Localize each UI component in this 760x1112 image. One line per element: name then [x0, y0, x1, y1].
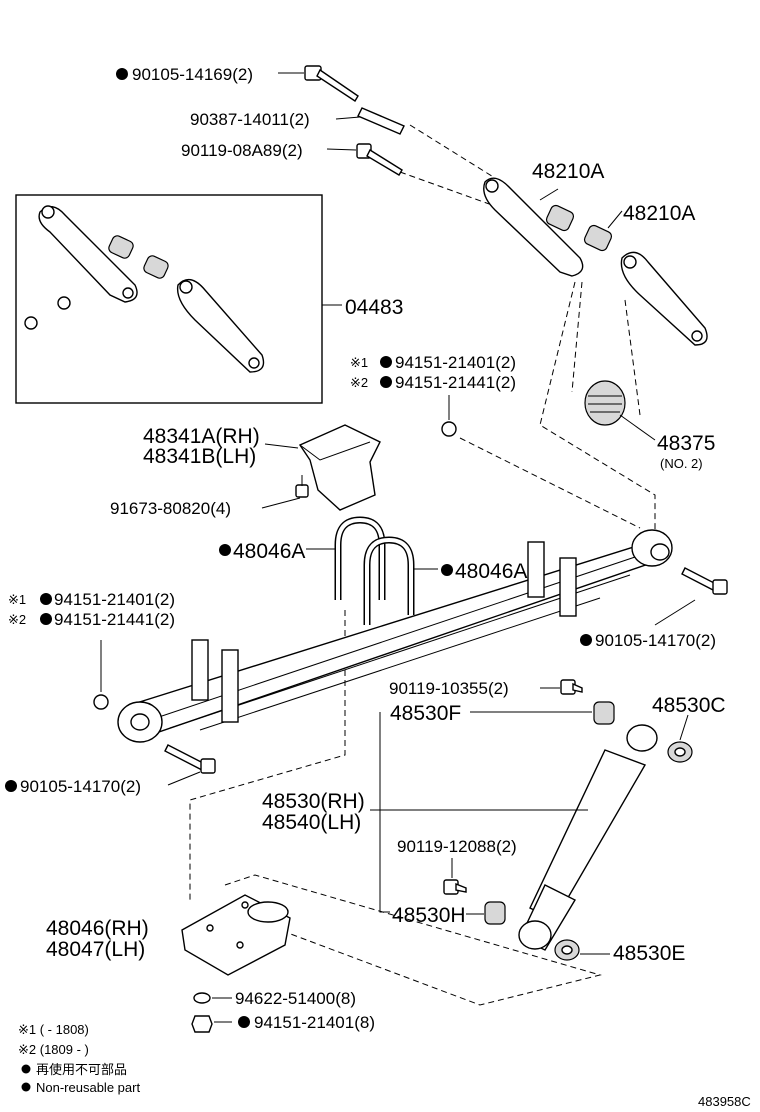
bolt-90105-14170-right	[654, 567, 728, 626]
washer-48530E	[554, 939, 610, 961]
label-48046A-right: 48046A	[455, 560, 527, 583]
label-94151-21401-bottom: 94151-21401(8)	[254, 1013, 375, 1032]
pin-90387-14011	[357, 107, 405, 135]
label-48530H: 48530H	[392, 904, 466, 927]
label-48375-no: (NO. 2)	[660, 456, 703, 471]
bolt-90105-14169	[304, 65, 359, 102]
figure-id: 483958C	[698, 1094, 751, 1109]
legend-non-reusable-jp: 再使用不可部品	[36, 1062, 127, 1077]
non-reusable-marks	[5, 68, 592, 1092]
label-48530E: 48530E	[613, 942, 685, 965]
bolt-91673-80820	[261, 475, 309, 509]
label-48341A: 48341A(RH)	[143, 425, 260, 448]
label-94622-51400: 94622-51400(8)	[235, 989, 356, 1008]
label-90119-10355: 90119-10355(2)	[389, 679, 509, 698]
label-90105-14170-left: 90105-14170(2)	[20, 777, 141, 796]
legend-note2: ※2 (1809 - )	[18, 1042, 89, 1057]
label-04483: 04483	[345, 296, 403, 319]
bolt-90119-08A89	[356, 143, 403, 176]
label-48047-lh: 48047(LH)	[46, 938, 145, 961]
label-90105-14170-right: 90105-14170(2)	[595, 631, 716, 650]
label-94151-21401-top: 94151-21401(2)	[395, 353, 516, 372]
washer-48530C	[667, 714, 693, 763]
washer-94622	[193, 992, 232, 1004]
nut-94151-bottom	[191, 1015, 232, 1033]
bolt-90119-12088	[443, 858, 467, 895]
label-48210A-lower: 48210A	[623, 202, 695, 225]
note1-mark-top: ※1	[350, 355, 368, 370]
label-91673-80820: 91673-80820(4)	[110, 499, 231, 518]
u-bolt-48046A-left	[306, 516, 386, 600]
label-94151-21441-mid: 94151-21441(2)	[54, 610, 175, 629]
spring-seat-48046	[181, 894, 291, 976]
bushing-48530F	[470, 701, 615, 725]
label-48530F: 48530F	[390, 702, 461, 725]
bump-stopper-48375	[584, 380, 656, 441]
nut-94151-mid	[93, 640, 109, 710]
legend: ※1 ( - 1808) ※2 (1809 - ) 再使用不可部品 Non-re…	[18, 1022, 140, 1095]
label-48540-lh: 48540(LH)	[262, 811, 361, 834]
label-48375: 48375	[657, 432, 715, 455]
note2-mark-top: ※2	[350, 375, 368, 390]
label-48341B: 48341B(LH)	[143, 445, 256, 468]
label-90387-14011: 90387-14011(2)	[190, 110, 310, 129]
note1-mark-mid: ※1	[8, 592, 26, 607]
legend-note1: ※1 ( - 1808)	[18, 1022, 89, 1037]
u-bolt-48046A-right	[363, 536, 438, 625]
bolt-90119-10355	[540, 679, 583, 695]
leaf-spring	[117, 529, 673, 743]
label-48530C: 48530C	[652, 694, 726, 717]
label-90119-12088: 90119-12088(2)	[397, 837, 517, 856]
shock-absorber	[518, 724, 658, 951]
label-90119-08A89: 90119-08A89(2)	[181, 141, 303, 160]
legend-non-reusable-en: Non-reusable part	[36, 1080, 140, 1095]
label-94151-21441-top: 94151-21441(2)	[395, 373, 516, 392]
note2-mark-mid: ※2	[8, 612, 26, 627]
bushing-48530H	[466, 901, 506, 925]
label-48530-rh: 48530(RH)	[262, 790, 365, 813]
kit-box-04483	[15, 194, 342, 404]
nut-94151-top	[441, 395, 457, 437]
bolt-90105-14170-left	[164, 744, 216, 786]
label-48210A-upper: 48210A	[532, 160, 604, 183]
label-94151-21401-mid: 94151-21401(2)	[54, 590, 175, 609]
leader-lines-top	[278, 72, 623, 229]
shackle-assembly-upper	[483, 177, 708, 346]
label-90105-14169: 90105-14169(2)	[132, 65, 253, 84]
label-48046-rh: 48046(RH)	[46, 917, 149, 940]
label-48046A-left: 48046A	[233, 540, 305, 563]
shock-bracket-leads	[370, 712, 588, 913]
bracket-48341	[264, 424, 381, 511]
